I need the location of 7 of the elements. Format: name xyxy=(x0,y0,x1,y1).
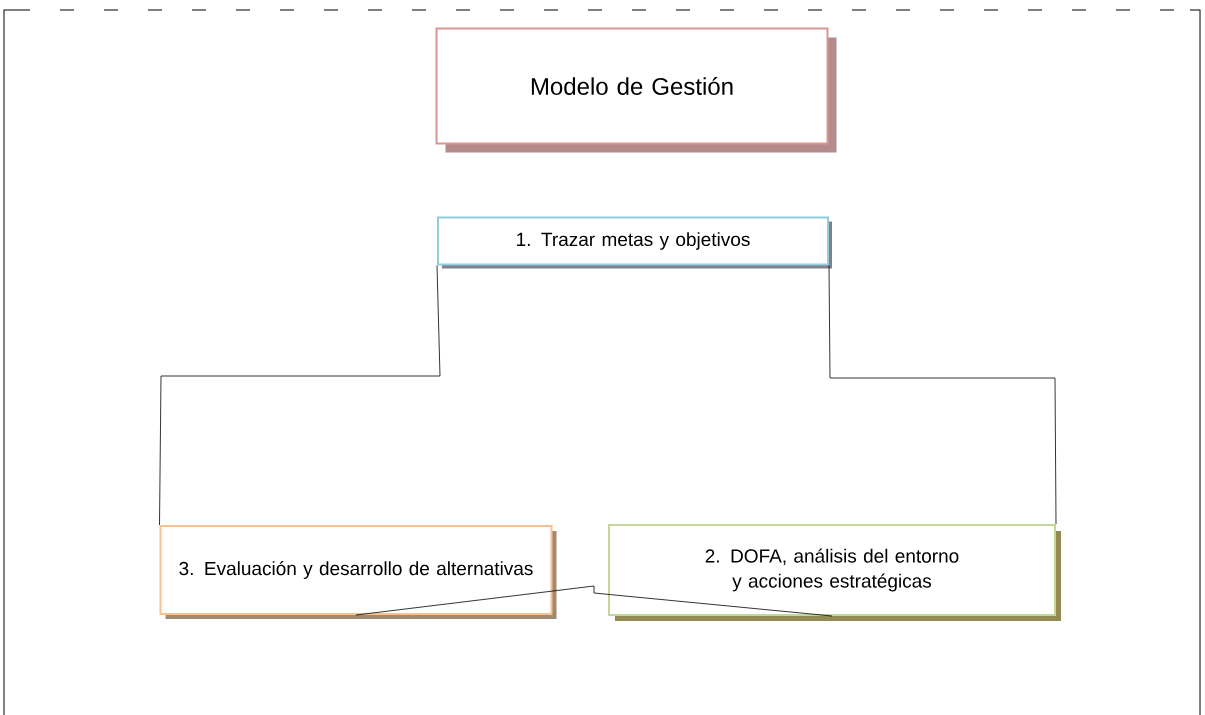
process-box: 1. Trazar metas y objetivos xyxy=(437,216,832,269)
process-box: 2. DOFA, análisis del entorno y acciones estratégicas xyxy=(608,524,1061,621)
connector-line xyxy=(355,585,833,617)
process-box: Modelo de Gestión xyxy=(435,27,837,153)
connector-line xyxy=(828,265,1057,525)
process-box: 3. Evaluación y desarrollo de alternativas xyxy=(159,525,557,619)
connector-line xyxy=(159,265,441,526)
